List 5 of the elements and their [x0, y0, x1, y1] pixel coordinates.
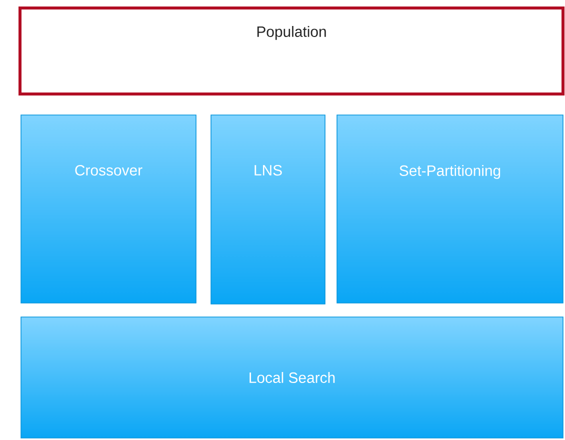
method-box: Local Search	[20, 316, 564, 438]
population-box: Population	[18, 6, 564, 96]
method-box: Crossover	[20, 114, 196, 304]
method-box: LNS	[210, 114, 326, 304]
method-box: Set-Partitioning	[336, 114, 564, 304]
